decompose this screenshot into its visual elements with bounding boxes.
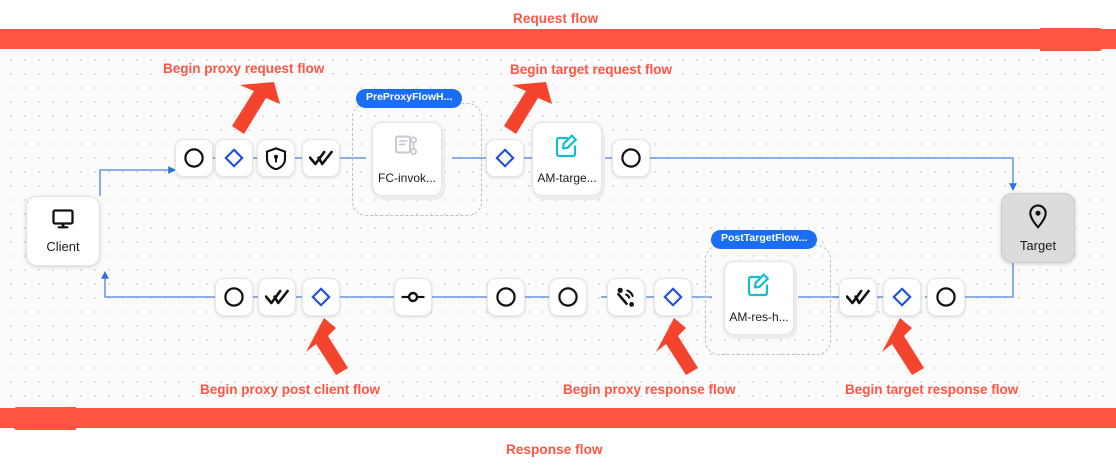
policy-label: AM-res-h...	[729, 310, 789, 324]
node-res-broadcast[interactable]	[607, 278, 645, 316]
diamond-icon	[310, 286, 332, 308]
connector-icon	[401, 290, 425, 304]
response-flow-band	[0, 408, 1116, 428]
target-label: Target	[1019, 237, 1057, 253]
double-check-icon	[265, 288, 289, 306]
node-req-proxy-flow-hook[interactable]	[215, 139, 253, 177]
node-res-client-checks[interactable]	[258, 278, 296, 316]
policy-fc-invoke[interactable]: FC-invok...	[372, 122, 442, 196]
monitor-icon	[51, 208, 75, 233]
node-req-target-hook[interactable]	[486, 139, 524, 177]
node-res-step-b[interactable]	[549, 278, 587, 316]
node-res-proxy-hook[interactable]	[654, 278, 692, 316]
policy-am-res-header[interactable]: AM-res-h...	[724, 261, 794, 335]
endpoint-target[interactable]: Target	[1001, 193, 1075, 263]
callout-begin-target-request-flow: Begin target request flow	[510, 62, 673, 77]
node-req-start[interactable]	[175, 139, 213, 177]
node-res-target-hook[interactable]	[883, 278, 921, 316]
callout-begin-target-response-flow: Begin target response flow	[845, 382, 1019, 397]
client-label: Client	[46, 239, 80, 254]
grid-background	[0, 47, 1116, 408]
node-res-target-checks[interactable]	[839, 278, 877, 316]
assign-message-icon	[554, 133, 580, 164]
callout-begin-proxy-request-flow: Begin proxy request flow	[163, 61, 325, 76]
request-flow-band	[0, 29, 1116, 49]
node-res-post-client-hook[interactable]	[302, 278, 340, 316]
node-res-step-a[interactable]	[487, 278, 525, 316]
node-req-security[interactable]	[257, 139, 295, 177]
diamond-icon	[494, 147, 516, 169]
policy-label: AM-targe...	[537, 171, 597, 185]
broadcast-icon	[614, 285, 638, 309]
endpoint-client[interactable]: Client	[26, 196, 100, 266]
double-check-icon	[309, 149, 333, 167]
node-res-connector[interactable]	[394, 278, 432, 316]
callout-begin-proxy-response-flow: Begin proxy response flow	[563, 382, 736, 397]
policy-am-target[interactable]: AM-targe...	[532, 122, 602, 196]
circle-icon	[223, 286, 245, 308]
diamond-icon	[223, 147, 245, 169]
circle-icon	[557, 286, 579, 308]
double-check-icon	[846, 288, 870, 306]
circle-icon	[183, 147, 205, 169]
node-res-client-start[interactable]	[215, 278, 253, 316]
flow-callout-icon	[394, 133, 420, 164]
shield-lock-icon	[265, 146, 287, 170]
group-tag-posttargetflow[interactable]: PostTargetFlow...	[711, 230, 818, 249]
assign-message-icon	[746, 272, 772, 303]
circle-icon	[935, 286, 957, 308]
diamond-icon	[891, 286, 913, 308]
callout-begin-proxy-post-client-flow: Begin proxy post client flow	[200, 382, 381, 397]
response-flow-label: Response flow	[506, 442, 603, 457]
circle-icon	[620, 147, 642, 169]
policy-label: FC-invok...	[377, 171, 436, 185]
circle-icon	[495, 286, 517, 308]
node-res-target-end[interactable]	[927, 278, 965, 316]
node-req-target-end[interactable]	[612, 139, 650, 177]
node-req-checks[interactable]	[302, 139, 340, 177]
request-flow-label: Request flow	[513, 11, 599, 26]
location-pin-icon	[1028, 204, 1048, 232]
group-tag-preproxyflowhook[interactable]: PreProxyFlowH...	[356, 89, 463, 108]
diamond-icon	[662, 286, 684, 308]
